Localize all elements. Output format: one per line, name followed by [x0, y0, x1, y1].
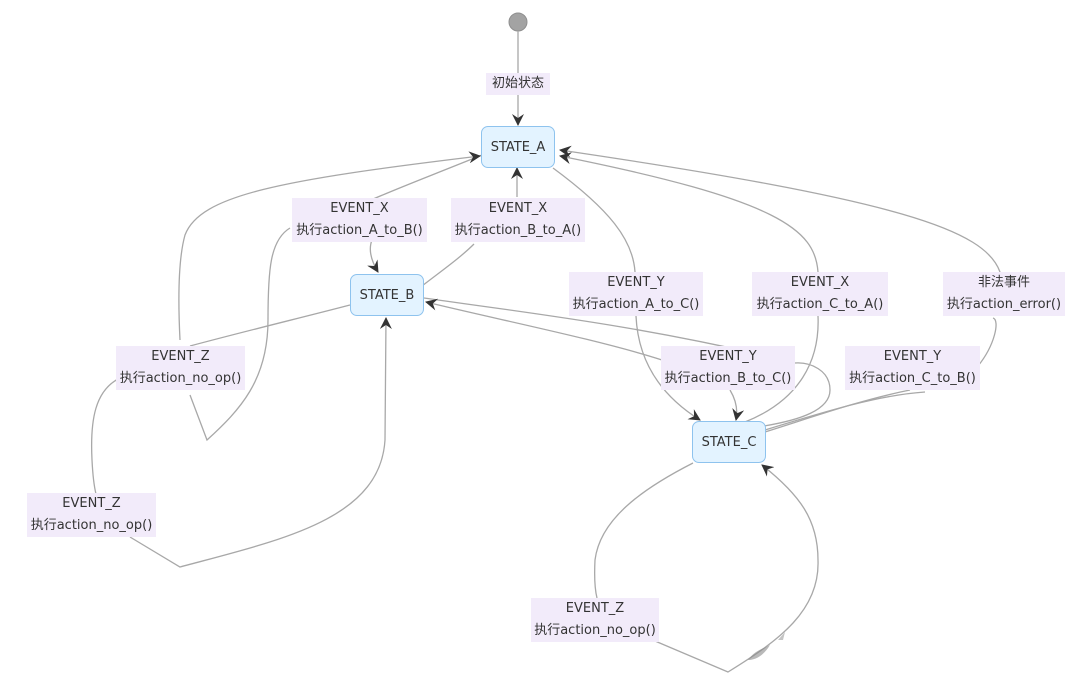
- state-a-label: STATE_A: [490, 139, 546, 155]
- transition-label-a-to-b: EVENT_X 执行action_A_to_B(): [292, 198, 427, 242]
- transition-label-c-to-b: EVENT_Y 执行action_C_to_B(): [845, 346, 980, 390]
- transition-label-a-to-c: EVENT_Y 执行action_A_to_C(): [569, 272, 703, 316]
- event-name: EVENT_Y: [607, 275, 665, 290]
- event-name: EVENT_Y: [883, 349, 942, 364]
- state-a[interactable]: STATE_A: [481, 126, 555, 168]
- event-name: EVENT_Z: [565, 601, 625, 616]
- edge-b-to-a: [421, 168, 517, 287]
- watermark-mark: [778, 632, 785, 640]
- state-b[interactable]: STATE_B: [350, 274, 424, 316]
- action-name: 执行action_no_op(): [30, 518, 153, 533]
- transition-label-b-event-z-lower: EVENT_Z 执行action_no_op(): [27, 493, 156, 537]
- initial-state-dot: [508, 12, 528, 32]
- edge-c-to-b: [426, 302, 831, 427]
- transition-label-b-to-a: EVENT_X 执行action_B_to_A(): [451, 198, 585, 242]
- action-name: 执行action_no_op(): [119, 371, 242, 386]
- edge-c-to-b-label-link: [764, 389, 911, 433]
- initial-state-label: 初始状态: [486, 73, 550, 95]
- edge-a-loop-left: [189, 227, 291, 442]
- event-name: EVENT_X: [790, 275, 850, 290]
- action-name: 执行action_B_to_A(): [454, 223, 582, 238]
- transition-label-error: 非法事件 执行action_error(): [943, 272, 1065, 316]
- event-name: EVENT_Z: [62, 496, 121, 511]
- state-b-label: STATE_B: [359, 287, 415, 303]
- edge-b-to-a-event-z: [178, 156, 480, 347]
- event-name: EVENT_X: [330, 201, 389, 216]
- event-name: EVENT_Y: [699, 349, 757, 364]
- state-c-label: STATE_C: [701, 434, 757, 450]
- action-name: 执行action_A_to_C(): [572, 297, 700, 312]
- action-name: 执行action_no_op(): [534, 623, 656, 638]
- transition-label-c-to-a: EVENT_X 执行action_C_to_A(): [752, 272, 888, 316]
- initial-label-text: 初始状态: [491, 76, 544, 91]
- action-name: 执行action_error(): [946, 297, 1062, 312]
- transition-label-b-to-c: EVENT_Y 执行action_B_to_C(): [661, 346, 795, 390]
- event-name: EVENT_Z: [151, 349, 210, 364]
- action-name: 执行action_B_to_C(): [664, 371, 792, 386]
- edge-b-self-loop: [90, 318, 386, 568]
- action-name: 执行action_A_to_B(): [296, 223, 423, 238]
- edge-c-to-a: [560, 156, 819, 423]
- transition-label-c-event-z: EVENT_Z 执行action_no_op(): [531, 598, 659, 642]
- event-name: EVENT_X: [488, 201, 548, 216]
- state-c[interactable]: STATE_C: [692, 421, 766, 463]
- event-name: 非法事件: [977, 275, 1030, 290]
- transition-label-b-event-z-upper: EVENT_Z 执行action_no_op(): [116, 346, 245, 390]
- watermark-mark: [748, 645, 770, 660]
- action-name: 执行action_C_to_B(): [849, 371, 976, 386]
- action-name: 执行action_C_to_A(): [756, 297, 884, 312]
